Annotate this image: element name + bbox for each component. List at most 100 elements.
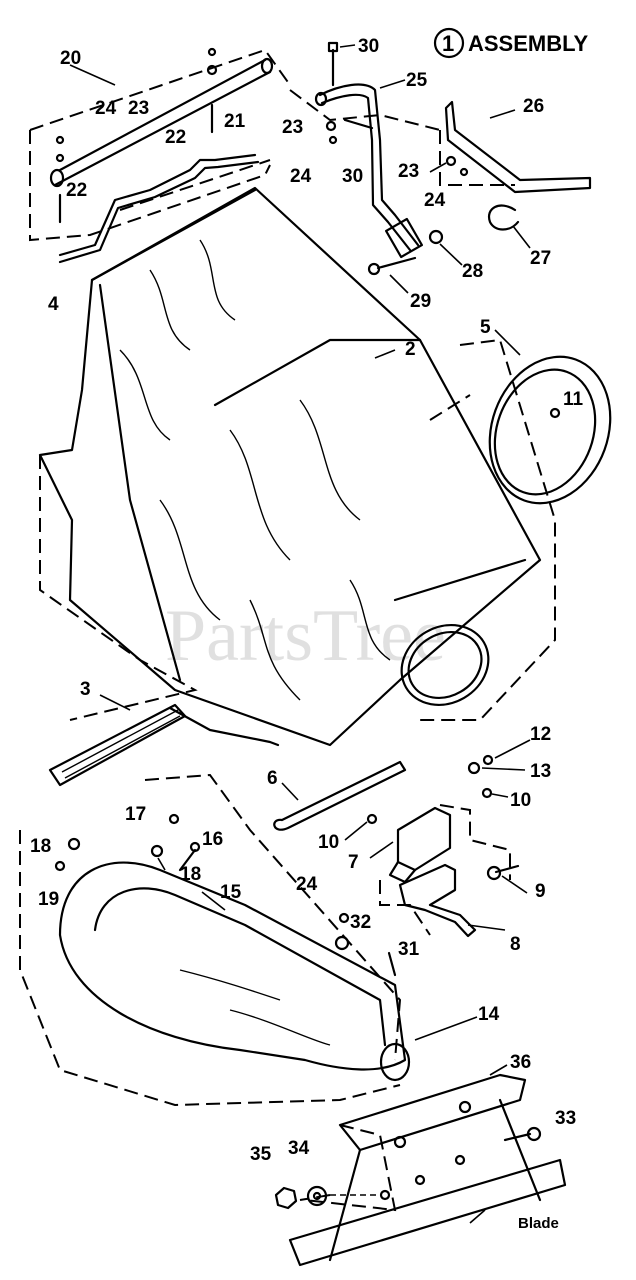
callout-16: 16 xyxy=(202,829,223,850)
handle-group-boundary xyxy=(29,130,271,242)
leader-18b xyxy=(157,857,166,871)
leader-13 xyxy=(481,767,526,771)
callout-13: 13 xyxy=(530,761,551,782)
nut-24b xyxy=(328,135,338,145)
callout-2: 2 xyxy=(405,339,416,360)
nut-24c xyxy=(459,167,469,177)
bracket-7 xyxy=(396,806,452,872)
bag-frame-3 xyxy=(48,703,280,787)
bag-top-rim xyxy=(90,188,257,282)
callout-7: 7 xyxy=(348,852,359,873)
collar-5 xyxy=(488,355,612,505)
washer-18b xyxy=(150,844,164,858)
nut-24 xyxy=(207,47,217,57)
leader-12 xyxy=(494,739,531,759)
nut-19 xyxy=(54,860,66,872)
bolt-29 xyxy=(376,256,417,270)
leader-lines xyxy=(69,44,531,1224)
blade-hole xyxy=(379,1189,391,1201)
collar-inner xyxy=(493,368,597,496)
callout-28: 28 xyxy=(462,261,483,282)
leader-7 xyxy=(369,841,394,859)
bag-fold-center xyxy=(213,338,422,407)
bolts-22 xyxy=(58,103,214,224)
chute-outline xyxy=(58,861,407,1071)
bracket-7-foot xyxy=(388,860,417,884)
leader-23c xyxy=(429,162,447,173)
callout-35: 35 xyxy=(250,1144,272,1165)
washer-18a xyxy=(67,837,81,851)
bracket-group-boundary-2 xyxy=(439,130,515,186)
leader-36 xyxy=(489,1064,508,1076)
callout-20: 20 xyxy=(60,48,81,69)
callout-10b: 10 xyxy=(318,832,339,853)
callout-12: 12 xyxy=(530,724,551,745)
callout-33: 33 xyxy=(555,1108,576,1129)
callout-31: 31 xyxy=(398,939,420,960)
washer-13 xyxy=(467,761,481,775)
callout-23: 23 xyxy=(128,98,149,119)
callout-22: 22 xyxy=(165,127,186,148)
callout-14: 14 xyxy=(478,1004,500,1025)
bolt-33 xyxy=(503,1132,532,1142)
chute-bumper xyxy=(379,1042,411,1082)
callout-17: 17 xyxy=(125,804,146,825)
leader-29 xyxy=(389,274,409,294)
frame-3-lines xyxy=(61,709,181,779)
washer-23c xyxy=(445,155,457,167)
callout-19: 19 xyxy=(38,889,59,910)
handle-25 xyxy=(318,83,420,247)
screw-11 xyxy=(549,407,561,419)
callout-26: 26 xyxy=(523,96,544,117)
chute-inner xyxy=(93,887,387,1047)
bracket-26 xyxy=(444,100,592,194)
handle-25-inner xyxy=(320,93,412,252)
leader-10a xyxy=(491,793,509,798)
callout-30: 30 xyxy=(358,36,379,57)
leader-10b xyxy=(344,821,368,841)
nut-24d xyxy=(338,912,350,924)
bag-opening xyxy=(400,624,490,706)
washer-32 xyxy=(334,935,350,951)
bracket-group-boundary xyxy=(289,89,441,131)
nut-12 xyxy=(482,754,494,766)
collar-outer xyxy=(488,355,612,505)
leader-5 xyxy=(494,329,521,356)
clip-27 xyxy=(487,204,520,231)
bag-opening-inner xyxy=(407,631,483,699)
tube-21 xyxy=(53,58,272,187)
blade-hole-3 xyxy=(454,1154,466,1166)
collar-boundary xyxy=(420,338,556,721)
rod-4 xyxy=(58,153,257,257)
tube-end xyxy=(49,168,65,188)
washer-23b xyxy=(325,120,337,132)
leader-9 xyxy=(501,875,528,894)
bolt-16-shank xyxy=(178,848,197,872)
callout-15: 15 xyxy=(220,882,242,903)
leader-20 xyxy=(69,64,116,86)
rod-6-shape xyxy=(273,760,407,831)
callout-21: 21 xyxy=(224,111,246,132)
blade-hole-2 xyxy=(414,1174,426,1186)
chute-surface-lines xyxy=(179,969,331,1046)
bag-wrinkles xyxy=(119,239,391,701)
blade-label: Blade xyxy=(518,1215,559,1232)
assembly-title: 1 ASSEMBLY xyxy=(433,27,589,59)
bag-collar-edge xyxy=(393,558,527,602)
callout-24: 24 xyxy=(95,98,117,119)
callout-8: 8 xyxy=(510,934,521,955)
bolt-31 xyxy=(387,951,397,977)
callout-3: 3 xyxy=(80,679,91,700)
callout-5: 5 xyxy=(480,317,491,338)
plate-hole xyxy=(393,1135,407,1149)
callout-4: 4 xyxy=(48,294,59,315)
bolt-30-side xyxy=(343,118,374,130)
callout-24c: 24 xyxy=(424,190,446,211)
tube-end-2 xyxy=(260,57,274,75)
callout-34: 34 xyxy=(288,1138,310,1159)
nut-28 xyxy=(428,229,444,245)
hook-8 xyxy=(398,863,477,938)
leader-2 xyxy=(374,349,396,359)
leader-8 xyxy=(467,924,506,931)
